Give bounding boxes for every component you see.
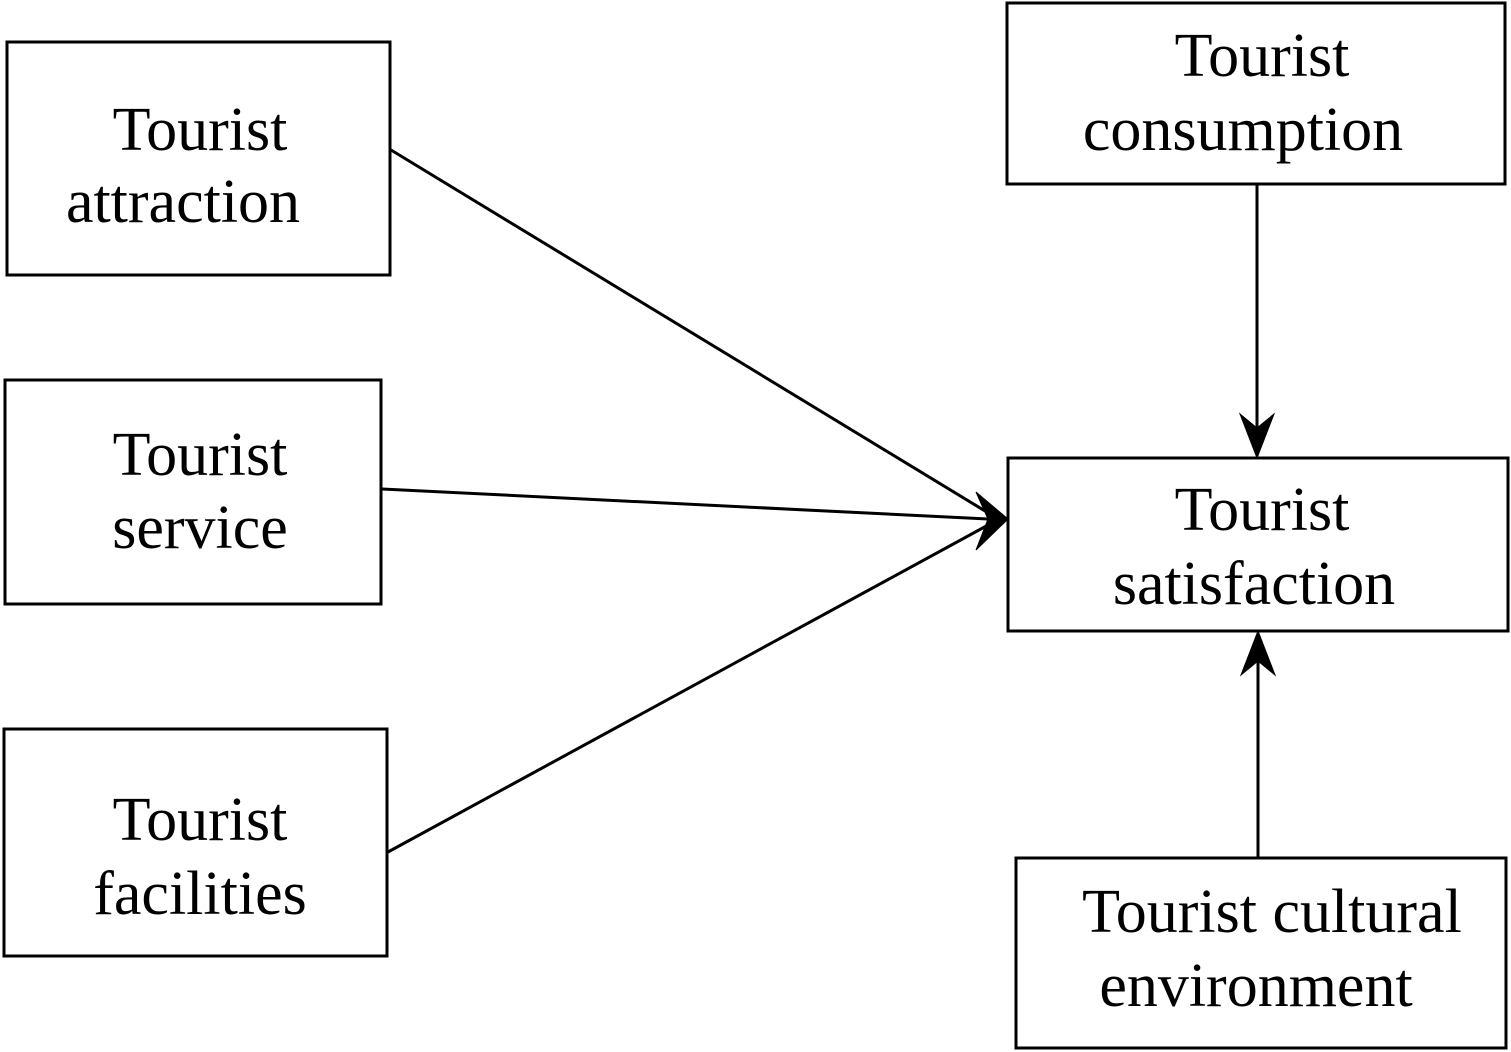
node-tourist-consumption-frame — [1005, 1, 1507, 186]
node-tourist-attraction-line1: Tourist — [113, 96, 288, 164]
node-tourist-satisfaction-frame — [1006, 456, 1510, 633]
node-tourist-facilities-frame — [2, 727, 389, 958]
node-tourist-cultural-environment-line1: Tourist cultural — [1082, 878, 1462, 946]
edges — [381, 148, 1277, 858]
arrowhead-from-cultural-environment — [1239, 629, 1277, 677]
node-tourist-service-line2: service — [112, 494, 288, 562]
node-tourist-consumption: Tourist consumption — [1005, 1, 1507, 186]
node-tourist-satisfaction-line1: Tourist — [1175, 476, 1350, 544]
node-tourist-service: Tourist service — [3, 378, 383, 606]
node-tourist-cultural-environment-line2: environment — [1099, 952, 1412, 1020]
arrowhead-from-consumption — [1238, 412, 1276, 460]
node-tourist-facilities-line1: Tourist — [113, 786, 288, 854]
node-tourist-cultural-environment: Tourist cultural environment — [1014, 856, 1508, 1050]
node-tourist-service-frame — [3, 378, 383, 606]
edge-facilities-to-satisfaction — [387, 522, 991, 854]
node-tourist-facilities: Tourist facilities — [2, 727, 389, 958]
node-tourist-attraction: Tourist attraction — [5, 40, 392, 277]
node-tourist-consumption-line1: Tourist — [1175, 22, 1350, 90]
node-tourist-satisfaction: Tourist satisfaction — [1006, 456, 1510, 633]
node-tourist-cultural-environment-frame — [1014, 856, 1508, 1050]
edge-attraction-to-satisfaction — [390, 148, 991, 516]
arrowhead-left-merge — [975, 491, 1009, 551]
node-tourist-attraction-frame — [5, 40, 392, 277]
edge-service-to-satisfaction — [381, 487, 989, 521]
node-tourist-attraction-line2: attraction — [66, 168, 300, 236]
node-tourist-satisfaction-line2: satisfaction — [1113, 550, 1395, 618]
node-tourist-facilities-line2: facilities — [93, 860, 306, 928]
node-tourist-service-line1: Tourist — [113, 421, 288, 489]
node-tourist-consumption-line2: consumption — [1083, 96, 1403, 164]
